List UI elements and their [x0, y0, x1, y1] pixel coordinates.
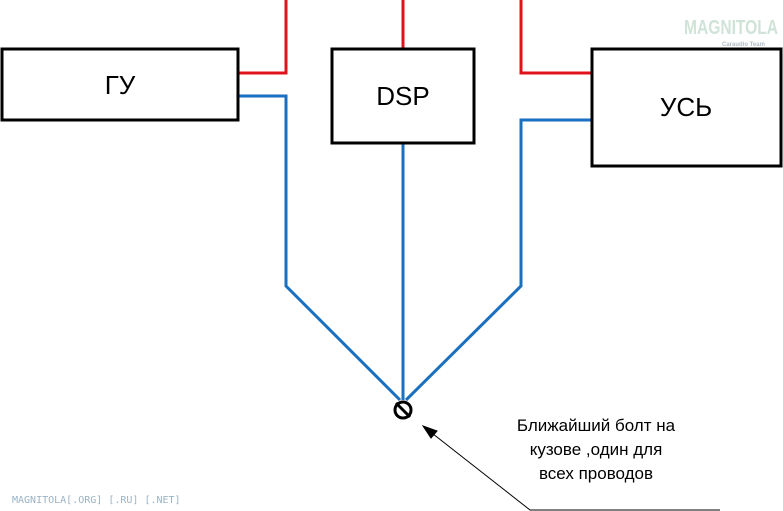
dsp-box: DSP	[330, 47, 476, 145]
watermark-logo: MAGNITOLA Caraudio Team	[684, 17, 778, 48]
amplifier-box: УСЬ	[590, 47, 783, 168]
watermark-footer: MAGNITOLA[.ORG] [.RU] [.NET]	[12, 495, 181, 506]
note-line-3: всех проводов	[539, 464, 653, 483]
head-unit-box: ГУ	[0, 47, 240, 122]
ground-bolt-icon	[393, 400, 413, 420]
amplifier-label: УСЬ	[660, 92, 712, 122]
watermark-logo-sub: Caraudio Team	[722, 42, 765, 48]
power-wires	[238, 0, 592, 75]
watermark-logo-text: MAGNITOLA	[684, 17, 778, 39]
ground-wires	[238, 94, 592, 402]
power-wire-amplifier	[519, 0, 592, 75]
bolt-note: Ближайший болт на кузове ,один для всех …	[517, 416, 676, 483]
dsp-label: DSP	[376, 81, 429, 111]
head-unit-label: ГУ	[105, 70, 136, 100]
note-line-1: Ближайший болт на	[517, 416, 676, 435]
power-wire-head-unit	[238, 0, 288, 75]
note-line-2: кузове ,один для	[530, 440, 663, 459]
ground-wire-amplifier	[404, 118, 592, 402]
ground-wire-head-unit	[238, 94, 402, 402]
pointer-arrow	[421, 425, 720, 511]
